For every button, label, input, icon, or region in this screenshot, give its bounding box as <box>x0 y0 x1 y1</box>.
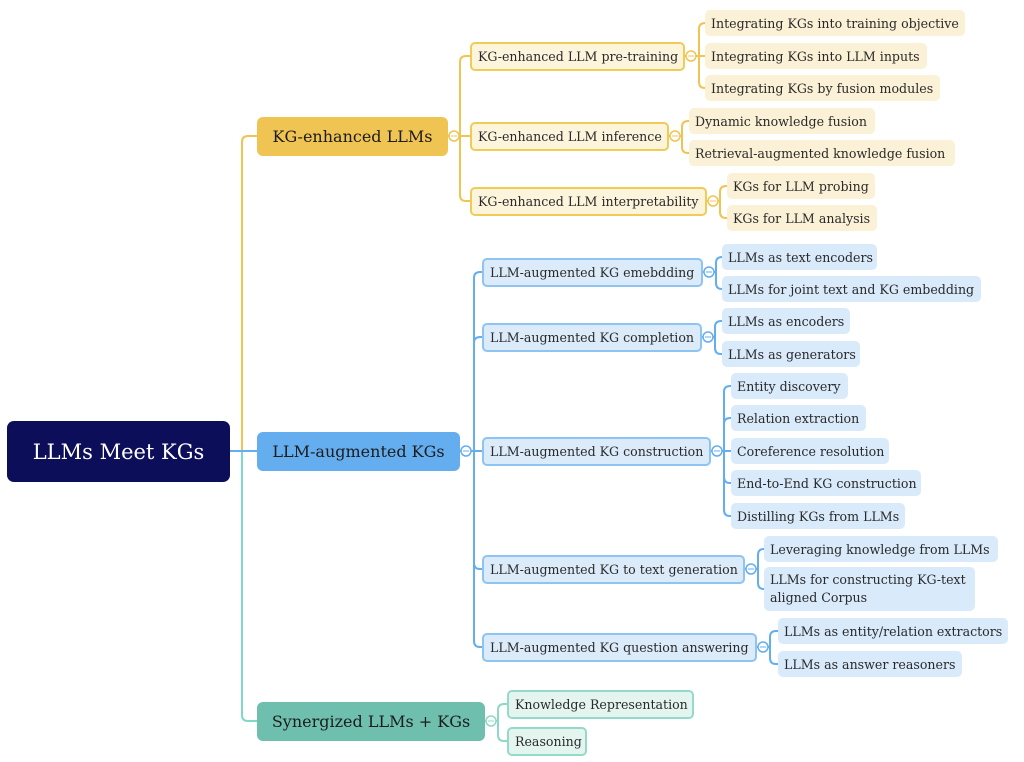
node-reasoning[interactable]: Reasoning <box>507 727 587 756</box>
leaf-node[interactable]: Distilling KGs from LLMs <box>731 503 905 529</box>
leaf-node[interactable]: LLMs as entity/relation extractors <box>778 618 1008 644</box>
connector-line <box>707 200 727 219</box>
connector-line <box>460 271 482 452</box>
node-kg-embedding[interactable]: LLM-augmented KG emebdding <box>482 258 703 287</box>
connector-line <box>711 385 731 452</box>
connector-line <box>711 450 731 517</box>
leaf-node[interactable]: End-to-End KG construction <box>731 470 921 496</box>
node-kg-completion[interactable]: LLM-augmented KG completion <box>482 323 702 352</box>
connector-line <box>460 450 482 570</box>
node-kg-construction[interactable]: LLM-augmented KG construction <box>482 437 711 466</box>
connector-line <box>711 417 731 452</box>
connector-line <box>757 646 778 665</box>
leaf-node[interactable]: LLMs as answer reasoners <box>778 651 962 677</box>
node-kg-enhanced-llms[interactable]: KG-enhanced LLMs <box>257 117 448 156</box>
connector-line <box>460 336 482 452</box>
node-kg-interpretability[interactable]: KG-enhanced LLM interpretability <box>470 187 707 216</box>
connector-line <box>703 256 723 273</box>
leaf-node[interactable]: Relation extraction <box>731 405 866 431</box>
connector-line <box>707 185 727 202</box>
connector-line <box>485 703 507 722</box>
node-kg-question-answering[interactable]: LLM-augmented KG question answering <box>482 633 757 662</box>
leaf-node[interactable]: Integrating KGs into training objective <box>705 10 965 36</box>
connector-line <box>745 548 765 570</box>
node-kg-pretraining[interactable]: KG-enhanced LLM pre-training <box>470 42 685 71</box>
leaf-node[interactable]: Retrieval-augmented knowledge fusion <box>689 140 955 166</box>
leaf-node[interactable]: Integrating KGs by fusion modules <box>705 75 940 101</box>
leaf-node[interactable]: Leveraging knowledge from LLMs <box>764 536 998 562</box>
root-node[interactable]: LLMs Meet KGs <box>7 421 230 482</box>
connector-line <box>702 336 722 355</box>
connector-line <box>703 271 723 290</box>
connector-line <box>685 55 706 89</box>
leaf-node[interactable]: LLMs for constructing KG-text aligned Co… <box>764 567 975 611</box>
node-llm-augmented-kgs[interactable]: LLM-augmented KGs <box>257 432 460 471</box>
node-kg-inference[interactable]: KG-enhanced LLM inference <box>470 122 669 151</box>
leaf-node[interactable]: Dynamic knowledge fusion <box>689 108 875 134</box>
connector-line <box>669 120 689 137</box>
connector-line <box>230 450 257 722</box>
connector-line <box>685 22 706 57</box>
leaf-node[interactable]: LLMs as encoders <box>722 308 850 334</box>
node-knowledge-representation[interactable]: Knowledge Representation <box>507 690 694 719</box>
leaf-node[interactable]: LLMs as text encoders <box>722 244 877 270</box>
leaf-node[interactable]: LLMs as generators <box>722 341 860 367</box>
connector-line <box>460 450 482 648</box>
connector-line <box>702 320 722 338</box>
connector-line <box>448 55 470 137</box>
connector-line <box>230 135 257 452</box>
node-kg-text-generation[interactable]: LLM-augmented KG to text generation <box>482 555 745 584</box>
connector-line <box>757 630 778 648</box>
node-synergized[interactable]: Synergized LLMs + KGs <box>257 702 485 741</box>
leaf-node[interactable]: KGs for LLM analysis <box>727 205 877 231</box>
connector-line <box>448 135 470 202</box>
connector-line <box>485 720 507 742</box>
leaf-node[interactable]: LLMs for joint text and KG embedding <box>722 276 981 302</box>
connector-line <box>745 568 765 590</box>
leaf-node[interactable]: Integrating KGs into LLM inputs <box>705 43 927 69</box>
leaf-node[interactable]: Entity discovery <box>731 373 848 399</box>
connector-line <box>669 135 689 154</box>
leaf-node[interactable]: Coreference resolution <box>731 438 889 464</box>
leaf-node[interactable]: KGs for LLM probing <box>727 173 875 199</box>
